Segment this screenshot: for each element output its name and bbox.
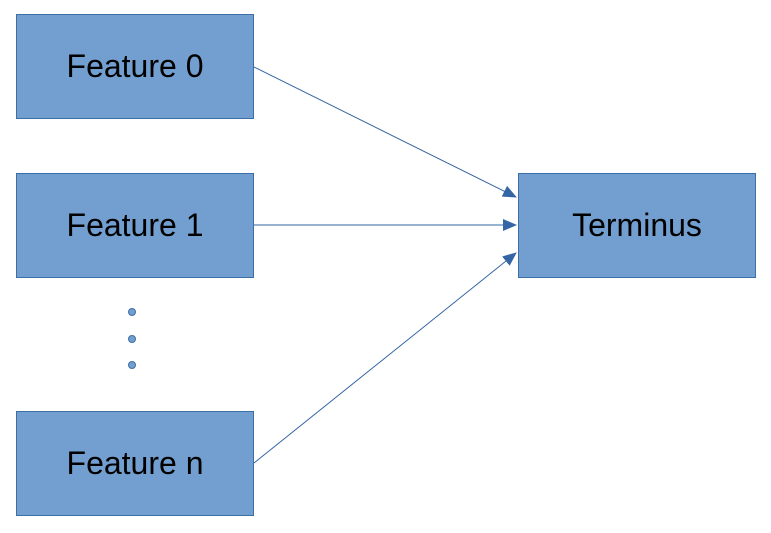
node-feature-0: Feature 0 [16, 14, 254, 119]
ellipsis-dot [128, 335, 136, 343]
node-feature-1-label: Feature 1 [66, 207, 204, 243]
edge-feature-n-to-terminus [253, 252, 517, 464]
node-feature-0-label: Feature 0 [66, 48, 204, 84]
ellipsis-dot [128, 361, 136, 369]
node-terminus: Terminus [518, 173, 756, 278]
node-feature-1: Feature 1 [16, 173, 254, 278]
ellipsis-dot [128, 308, 136, 316]
edge-feature-0-to-terminus [253, 66, 517, 198]
node-feature-n-label: Feature n [66, 445, 204, 481]
node-feature-n: Feature n [16, 411, 254, 516]
node-terminus-label: Terminus [572, 207, 702, 243]
